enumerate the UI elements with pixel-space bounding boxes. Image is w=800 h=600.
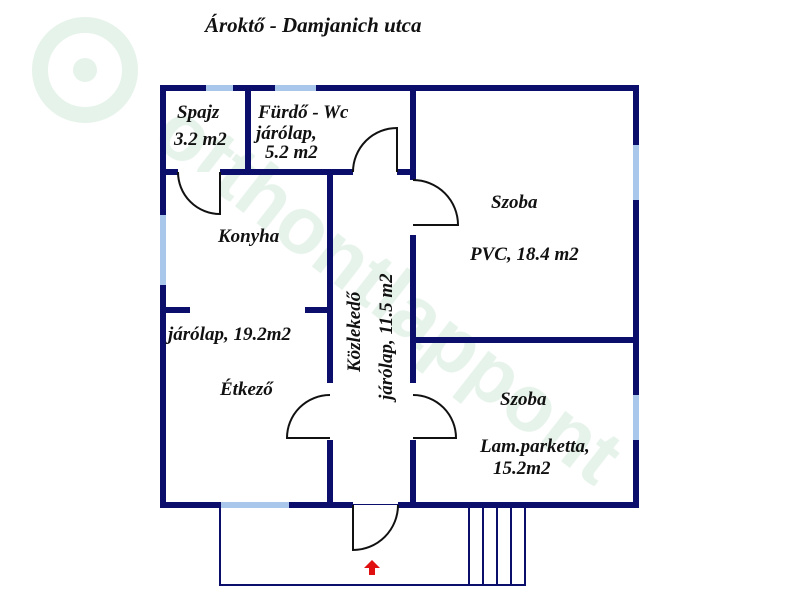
spajz-label: Spajz — [177, 102, 220, 123]
spajz-area: 3.2 m2 — [173, 129, 227, 150]
furdo-area: 5.2 m2 — [265, 142, 318, 163]
kozlekedo-floor: járólap, 11.5 m2 — [376, 273, 397, 403]
szoba2-label: Szoba — [500, 389, 547, 410]
szoba1-label: Szoba — [491, 192, 538, 213]
etkezo-label: Étkező — [219, 378, 274, 400]
windows — [160, 85, 639, 508]
doors — [177, 126, 460, 552]
interior-walls — [163, 88, 636, 505]
entrance-arrow-icon — [364, 560, 380, 575]
kozlekedo-label: Közlekedő — [344, 290, 365, 373]
furdo-label: Fürdő - Wc — [257, 102, 349, 123]
furdo-floor: járólap, — [253, 123, 317, 144]
konyha-floor: járólap, 19.2m2 — [165, 324, 291, 345]
plan-title: Ároktő - Damjanich utca — [203, 13, 421, 37]
szoba1-floor: PVC, 18.4 m2 — [469, 244, 579, 265]
szoba2-area: 15.2m2 — [493, 458, 551, 479]
szoba2-floor: Lam.parketta, — [479, 436, 590, 457]
konyha-label: Konyha — [217, 226, 280, 247]
